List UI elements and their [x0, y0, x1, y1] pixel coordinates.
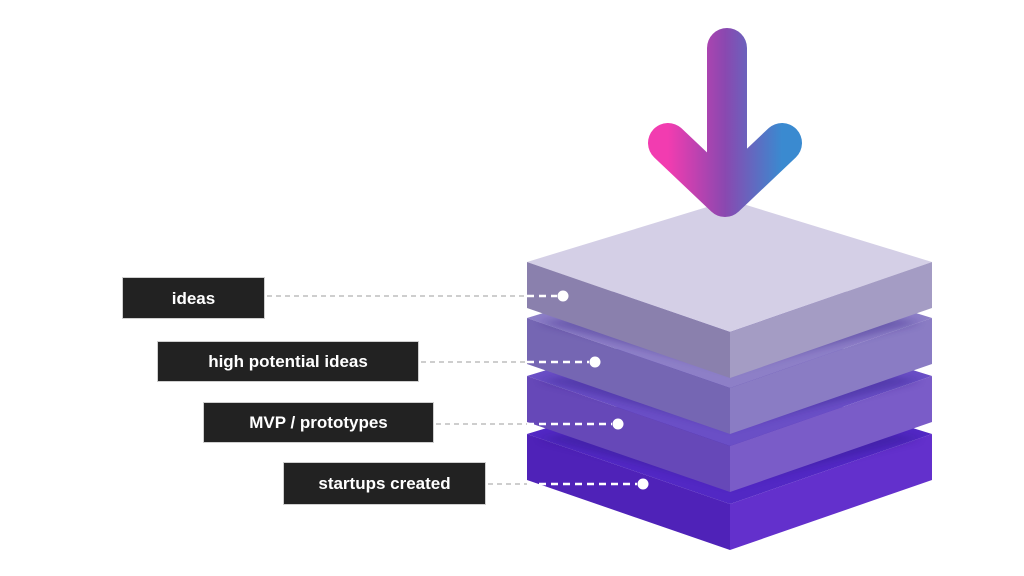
- connector-dot: [612, 418, 624, 430]
- layer-left-face: [527, 318, 730, 434]
- label-text: high potential ideas: [208, 352, 368, 371]
- stack-layer-1: [527, 200, 932, 378]
- connector-4: [488, 478, 649, 490]
- label-text: MVP / prototypes: [249, 413, 388, 432]
- layer-right-face: [730, 262, 932, 378]
- layer-right-face: [730, 318, 932, 434]
- layer-stack: [527, 200, 932, 550]
- layer-top-face: [527, 200, 932, 332]
- label-mvp-prototypes: MVP / prototypes: [203, 402, 434, 443]
- label-startups-created: startups created: [283, 462, 486, 505]
- connector-1: [267, 290, 569, 302]
- layer-right-face: [730, 434, 932, 550]
- arrow-shape: [648, 28, 802, 217]
- label-text: ideas: [171, 288, 216, 308]
- connector-lines: [267, 290, 649, 490]
- connector-dot: [589, 356, 601, 368]
- layer-right-face: [730, 376, 932, 492]
- connector-dot: [557, 290, 569, 302]
- layer-left-face: [527, 262, 730, 378]
- connector-dot: [637, 478, 649, 490]
- down-arrow-icon: [648, 28, 802, 217]
- label-ideas: ideas: [122, 277, 265, 319]
- connector-2: [421, 356, 601, 368]
- label-text: startups created: [318, 474, 451, 493]
- connector-3: [436, 418, 624, 430]
- label-high-potential-ideas: high potential ideas: [157, 341, 419, 382]
- layer-left-face: [527, 376, 730, 492]
- layer-left-face: [527, 434, 730, 550]
